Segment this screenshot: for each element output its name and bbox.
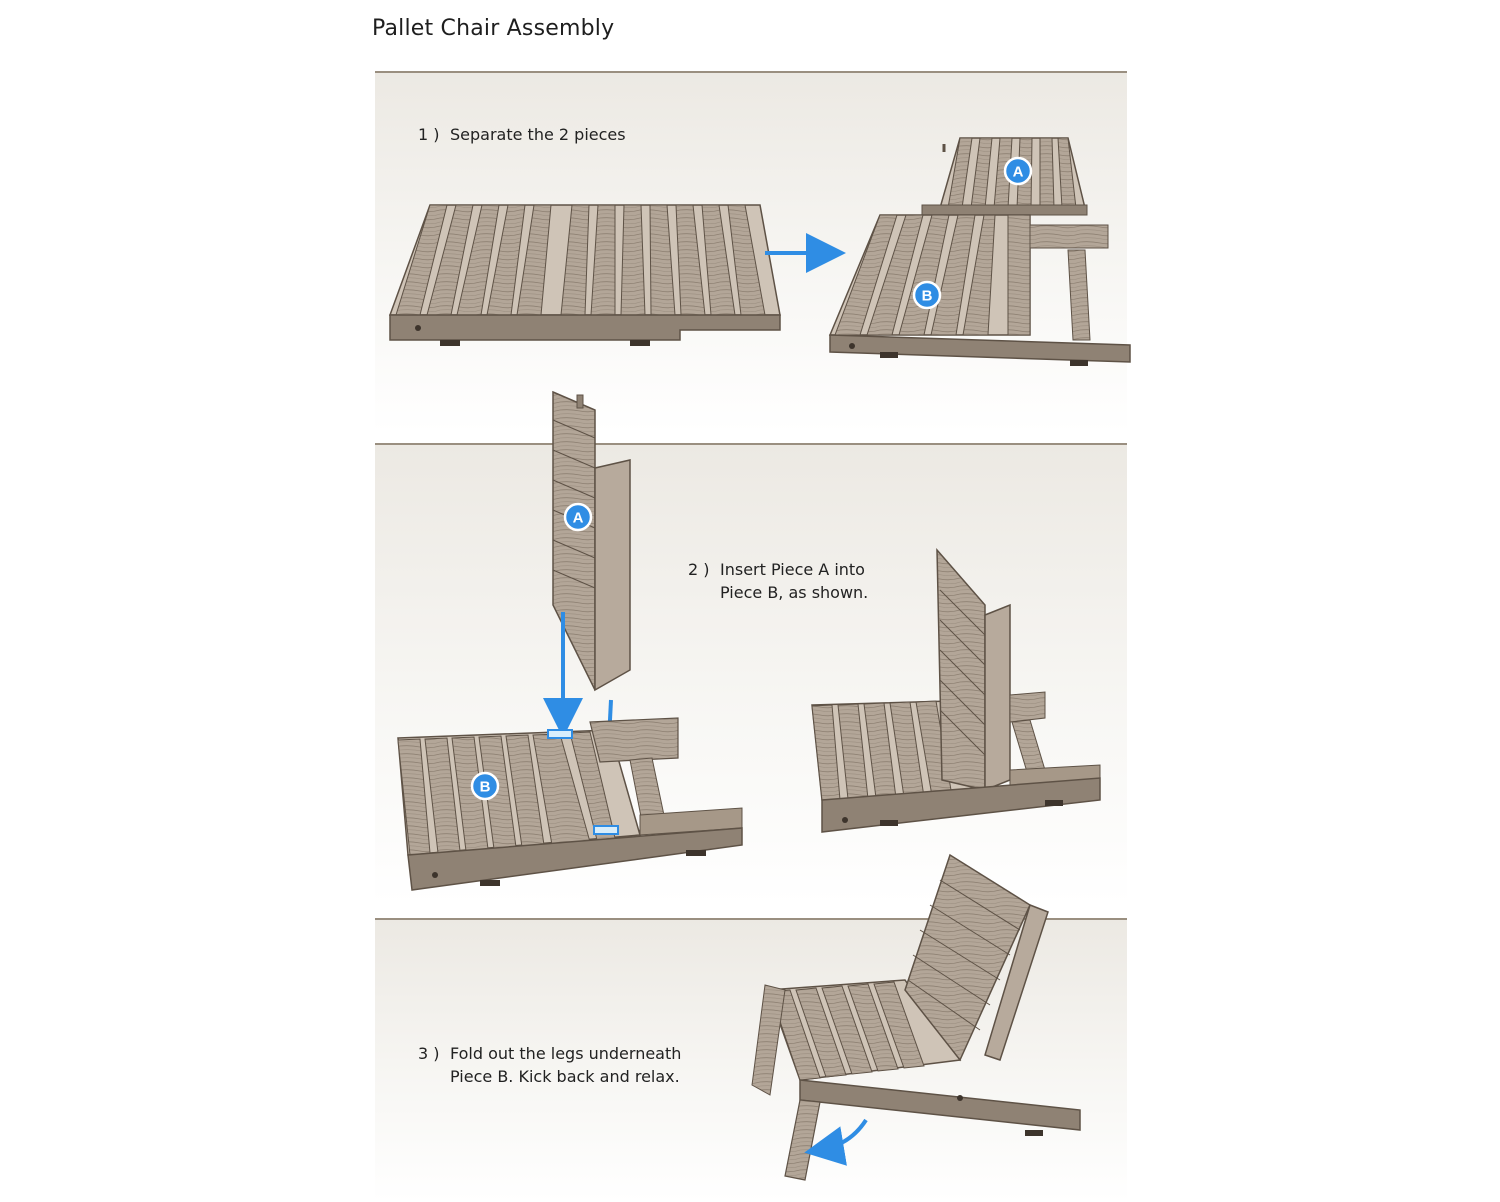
step-2-line-1: Insert Piece A into [720, 560, 865, 579]
piece-b-badge-step-2: B [470, 771, 500, 801]
piece-b-label-step-1: B [922, 288, 933, 305]
step-1-line-1: Separate the 2 pieces [450, 125, 626, 144]
step-1-text: 1 ) Separate the 2 pieces [418, 123, 626, 146]
assembled-chair-flat-drawing [811, 547, 1101, 833]
piece-a-badge-step-2: A [563, 502, 593, 532]
step-3-line-1: Fold out the legs underneath [450, 1044, 682, 1063]
piece-a-badge-step-1: A [1003, 156, 1033, 186]
step-2-number: 2 ) [688, 560, 710, 579]
step-1-number: 1 ) [418, 125, 440, 144]
step-2-text: 2 ) Insert Piece A into Piece B, as shown… [688, 558, 868, 604]
finished-chair-drawing [751, 853, 1081, 1181]
piece-a-label-step-1: A [1013, 164, 1024, 181]
step-3-number: 3 ) [418, 1044, 440, 1063]
full-pallet-drawing [388, 204, 781, 346]
step-2-line-2: Piece B, as shown. [720, 583, 869, 602]
piece-a-label-step-2: A [573, 510, 584, 527]
fold-legs-arrow [804, 1118, 868, 1166]
piece-b-label-step-2: B [480, 779, 491, 796]
separated-pieces-drawing [828, 137, 1131, 366]
piece-b-badge-step-1: B [912, 280, 942, 310]
piece-b-drawing-step-2 [397, 717, 743, 891]
step-3-text: 3 ) Fold out the legs underneath Piece B.… [418, 1042, 681, 1088]
page-title: Pallet Chair Assembly [372, 16, 615, 41]
step-3-line-2: Piece B. Kick back and relax. [450, 1067, 680, 1086]
